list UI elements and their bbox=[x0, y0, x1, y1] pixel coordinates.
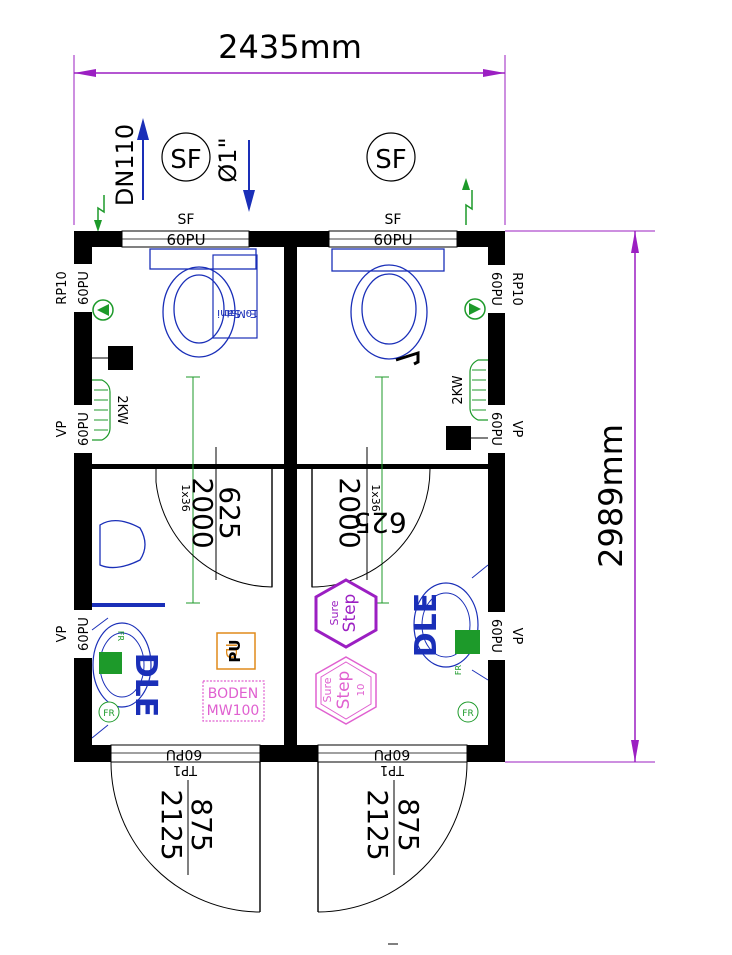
id-label: ID bbox=[222, 643, 240, 659]
shower-right: DLE FR FR bbox=[409, 582, 480, 723]
heater-right-label: 2KW bbox=[451, 375, 466, 404]
sure-step-b-l1: Sure bbox=[321, 677, 334, 702]
toilet-left bbox=[149, 248, 257, 358]
window-right-label: SF bbox=[385, 212, 402, 228]
sure-step-a-l1: Sure bbox=[328, 600, 341, 625]
width-dimension: 2435mm bbox=[73, 28, 506, 225]
outer-door-right-height: 2125 bbox=[361, 789, 394, 860]
rp10-right: RP10 bbox=[509, 272, 524, 305]
pu60-right-a: 60PU bbox=[488, 272, 503, 306]
paper-holder-icon bbox=[395, 350, 420, 366]
pu60-right-b: 60PU bbox=[488, 412, 503, 446]
shower-hinge-lines bbox=[91, 564, 489, 739]
sanit-line3: 10 bbox=[246, 307, 259, 318]
fr-label-2: FR bbox=[116, 631, 125, 642]
power-feed-icon-right bbox=[465, 190, 473, 225]
outer-door-left-height: 2125 bbox=[155, 789, 188, 860]
pu60-left-a: 60PU bbox=[77, 271, 92, 305]
pu60-left-b: 60PU bbox=[77, 412, 92, 446]
outer-door-right-tp: TP1 bbox=[380, 762, 405, 777]
fr-label-1: FR bbox=[103, 709, 114, 719]
sanitary-mat-icon: Sani E-Mat 10 bbox=[212, 254, 259, 339]
dle-right-label: DLE bbox=[409, 593, 444, 658]
inner-door-right: 625 2000 1x36 bbox=[311, 376, 431, 604]
heater-left-label: 2KW bbox=[114, 395, 129, 424]
inner-door-right-panel: 1x36 bbox=[369, 484, 382, 512]
outer-door-left-tp: TP1 bbox=[173, 762, 198, 777]
top-notes: SF SF DN110 Ø1" bbox=[94, 118, 473, 232]
inner-door-right-height: 2000 bbox=[333, 477, 366, 548]
left-wall-labels: RP10 60PU VP 60PU VP 60PU bbox=[55, 264, 92, 658]
heater-left: 2KW bbox=[92, 379, 129, 441]
sanit-line2: E-Mat bbox=[225, 307, 257, 320]
vp-right-a: VP bbox=[509, 421, 524, 438]
fr-label-4: FR bbox=[454, 664, 463, 675]
outer-door-left: 60PU TP1 875 2125 bbox=[110, 744, 261, 913]
inner-door-left-height: 2000 bbox=[186, 477, 219, 548]
sf-right-note: SF bbox=[375, 145, 406, 175]
junction-box-left bbox=[108, 346, 133, 370]
walls bbox=[74, 231, 505, 762]
window-right-code: 60PU bbox=[373, 231, 412, 249]
sure-step-b-l2: Step bbox=[334, 671, 354, 710]
dle-left-label: DLE bbox=[128, 653, 163, 718]
sf-circle-right bbox=[366, 132, 416, 182]
sure-step-a-l2: Step bbox=[340, 594, 360, 633]
pipe-diameter-label: Ø1" bbox=[214, 137, 242, 182]
right-wall-labels: 60PU RP10 60PU VP 60PU VP bbox=[488, 265, 524, 660]
pu-label: PU bbox=[226, 639, 244, 662]
windows-top: SF 60PU SF 60PU bbox=[121, 212, 458, 249]
power-feed-icon-left bbox=[97, 195, 105, 228]
outer-door-left-code: 60PU bbox=[166, 746, 203, 762]
pu60-left-c: 60PU bbox=[77, 617, 92, 651]
inner-door-left-panel: 1x36 bbox=[179, 484, 192, 512]
sf-left-note: SF bbox=[170, 145, 201, 175]
boden-line2: MW100 bbox=[207, 703, 260, 719]
heater-right: 2KW bbox=[451, 359, 488, 421]
washbasin-left bbox=[99, 520, 146, 569]
junction-box-right bbox=[446, 426, 471, 450]
inner-door-left: 625 2000 1x36 bbox=[155, 376, 273, 604]
vp-right-b: VP bbox=[509, 628, 524, 645]
sf-circle-left bbox=[161, 132, 211, 182]
outer-door-right-width: 875 bbox=[392, 798, 425, 851]
shower-left: DLE FR FR bbox=[92, 622, 163, 723]
id-pu-symbol: ID PU bbox=[216, 632, 256, 670]
dn110-label: DN110 bbox=[111, 124, 139, 206]
sure-step-hex-b: Sure Step 10 bbox=[315, 656, 377, 725]
inner-door-right-width: 625 bbox=[353, 506, 406, 539]
valve-icon-left bbox=[92, 299, 114, 321]
toilet-right bbox=[331, 248, 445, 360]
outer-door-left-width: 875 bbox=[185, 798, 218, 851]
inner-door-left-width: 625 bbox=[213, 486, 246, 539]
outer-door-right: 60PU TP1 875 2125 bbox=[317, 744, 468, 913]
boden-symbol: BODEN MW100 bbox=[202, 680, 265, 722]
valve-icon-right bbox=[464, 298, 486, 320]
vp-left-b: VP bbox=[55, 625, 70, 642]
vp-left-a: VP bbox=[55, 420, 70, 437]
height-dimension: 2989mm bbox=[505, 230, 655, 763]
sure-step-hex-a: Sure Step bbox=[314, 578, 378, 649]
fr-label-3: FR bbox=[462, 709, 473, 719]
height-label: 2989mm bbox=[592, 424, 630, 568]
window-left-code: 60PU bbox=[166, 231, 205, 249]
outer-door-right-code: 60PU bbox=[374, 746, 411, 762]
boden-line1: BODEN bbox=[208, 686, 258, 702]
sanit-line1: Sani bbox=[217, 307, 241, 320]
width-label: 2435mm bbox=[218, 28, 362, 66]
pu60-right-c: 60PU bbox=[488, 619, 503, 653]
sure-step-b-l3: 10 bbox=[356, 684, 367, 697]
rp10-left: RP10 bbox=[55, 271, 70, 304]
window-left-label: SF bbox=[178, 212, 195, 228]
